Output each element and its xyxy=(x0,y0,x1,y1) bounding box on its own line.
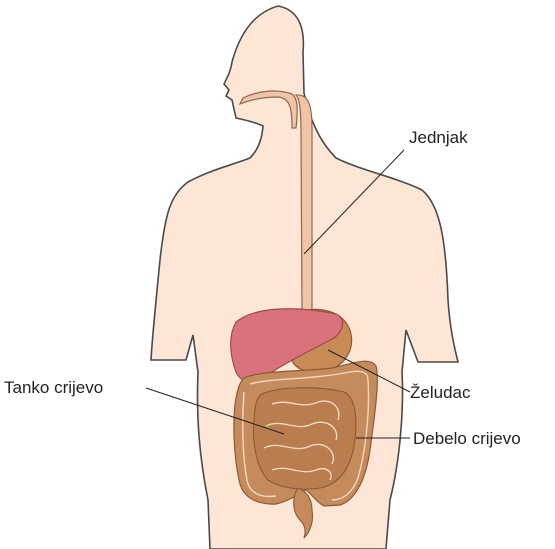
label-small-intestine: Tanko crijevo xyxy=(4,378,103,397)
label-stomach: Želudac xyxy=(410,383,471,402)
label-large-intestine: Debelo crijevo xyxy=(413,429,521,448)
label-esophagus: Jednjak xyxy=(409,128,468,147)
small-intestine xyxy=(254,388,356,489)
